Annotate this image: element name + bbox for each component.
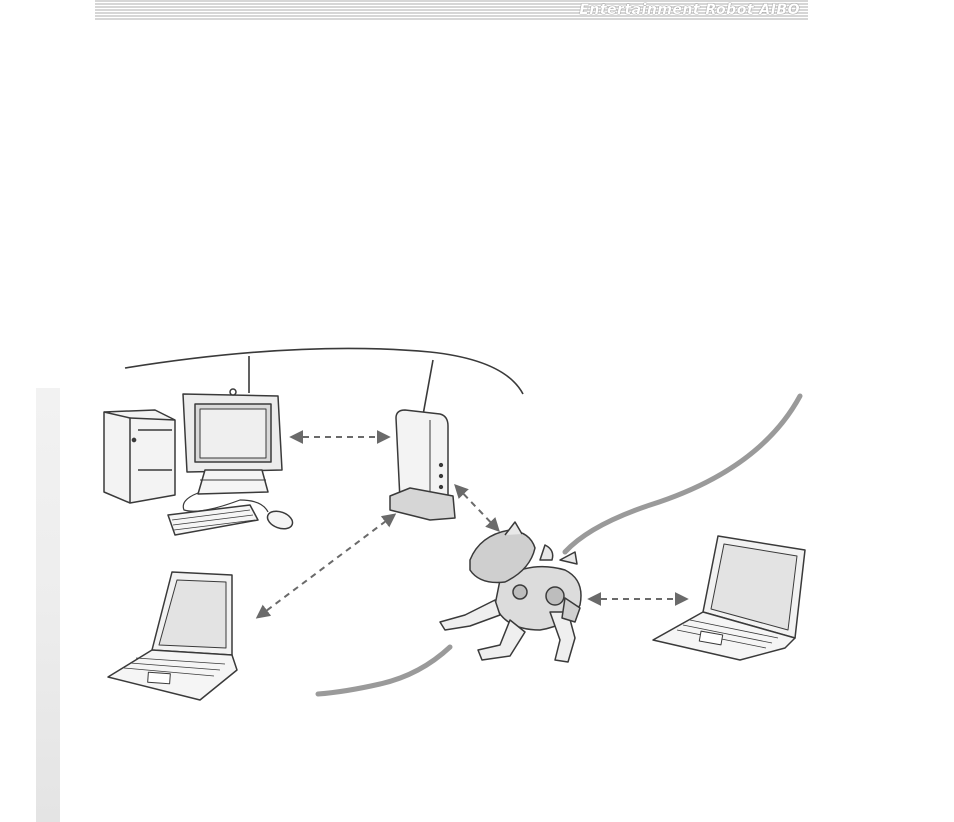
desktop-computer-icon bbox=[104, 389, 295, 535]
arrow-laptop-to-ap bbox=[258, 515, 394, 617]
wireless-access-point-icon bbox=[390, 410, 455, 520]
robot-dog-icon bbox=[440, 522, 581, 662]
laptop-icon-right bbox=[653, 536, 805, 660]
laptop-icon-left bbox=[108, 572, 237, 700]
connection-arrows bbox=[258, 437, 686, 617]
arrow-ap-to-aibo bbox=[456, 486, 498, 530]
